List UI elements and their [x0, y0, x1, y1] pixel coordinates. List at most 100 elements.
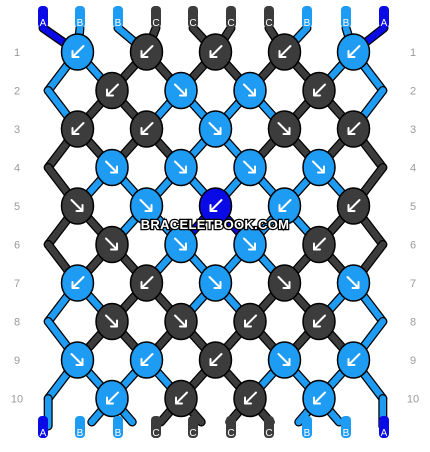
knot-r6-k4: [302, 225, 336, 264]
knot-r10-k1: [95, 379, 129, 418]
knot-r9-k5: [336, 341, 371, 379]
arrow-down-right-icon: [312, 160, 325, 174]
strand-label-top: A: [40, 18, 47, 29]
strand-end-top: [75, 6, 85, 28]
arrow-down-right-icon: [70, 199, 84, 212]
knot-r2-k1: [95, 71, 129, 110]
row-number-left: 4: [14, 163, 20, 175]
arrow-down-left-icon: [313, 314, 326, 328]
strand-label-bottom: B: [115, 428, 122, 439]
arrow-down-right-icon: [243, 160, 256, 174]
arrow-down-left-icon: [140, 45, 154, 58]
watermark: BRACELETBOOK.COM: [141, 217, 290, 232]
row-number-left: 3: [14, 124, 20, 136]
knot-r5-k2: [129, 187, 164, 225]
strand-label-bottom: C: [152, 428, 159, 439]
knot-r9-k4: [267, 341, 302, 379]
knot-r3-k3: [198, 110, 233, 148]
strand-label-top: C: [265, 18, 272, 29]
strand-end-top: [38, 6, 48, 28]
knot-r9-k3: [198, 341, 233, 379]
strand-end-top: [302, 6, 312, 28]
row-number-left: 1: [14, 47, 20, 59]
strand-end-top: [341, 6, 351, 28]
arrow-down-right-icon: [139, 199, 153, 212]
knot-r1-k1: [60, 33, 95, 71]
arrow-down-left-icon: [347, 122, 361, 135]
arrow-down-left-icon: [347, 353, 361, 366]
knot-r4-k4: [302, 148, 336, 187]
arrow-down-left-icon: [140, 276, 154, 289]
arrow-down-right-icon: [277, 353, 291, 366]
knot-r10-k3: [233, 379, 267, 418]
arrow-down-right-icon: [277, 122, 291, 135]
knot-r7-k2: [129, 264, 164, 302]
strand-end-top: [151, 6, 161, 28]
row-number-left: 9: [14, 355, 20, 367]
knot-r4-k1: [95, 148, 129, 187]
arrow-down-right-icon: [346, 276, 360, 289]
strand-label-bottom: C: [265, 428, 272, 439]
knot-r1-k5: [336, 33, 371, 71]
knot-r1-k2: [129, 33, 164, 71]
arrow-down-left-icon: [209, 353, 223, 366]
row-number-left: 10: [11, 394, 23, 406]
strand-end-bottom: [379, 416, 389, 438]
arrow-down-left-icon: [313, 237, 326, 251]
knot-r6-k1: [95, 225, 129, 264]
arrow-down-left-icon: [71, 276, 85, 289]
strand-end-bottom: [38, 416, 48, 438]
strand-label-bottom: B: [77, 428, 84, 439]
row-number-left: 5: [14, 201, 20, 213]
arrow-down-left-icon: [347, 199, 361, 212]
strand-label-top: B: [77, 18, 84, 29]
knot-r8-k4: [302, 302, 336, 341]
strand-label-top: B: [115, 18, 122, 29]
arrow-down-right-icon: [243, 237, 256, 251]
arrow-down-right-icon: [105, 314, 118, 328]
row-number-right: 8: [410, 317, 416, 329]
knot-r8-k3: [233, 302, 267, 341]
strand-label-bottom: A: [40, 428, 47, 439]
knot-r3-k4: [267, 110, 302, 148]
arrow-down-left-icon: [106, 83, 119, 97]
arrow-down-right-icon: [243, 83, 256, 97]
knot-r7-k4: [267, 264, 302, 302]
arrow-down-left-icon: [209, 199, 223, 212]
knot-r6-k2: [164, 225, 198, 264]
row-number-left: 2: [14, 86, 20, 98]
knot-r9-k2: [129, 341, 164, 379]
row-number-right: 2: [410, 86, 416, 98]
row-number-right: 9: [410, 355, 416, 367]
strand-end-top: [188, 6, 198, 28]
strand-label-top: A: [381, 18, 388, 29]
strand-end-top: [226, 6, 236, 28]
knot-r8-k1: [95, 302, 129, 341]
strand-end-bottom: [264, 416, 274, 438]
arrow-down-right-icon: [277, 276, 291, 289]
strand-end-top: [113, 6, 123, 28]
arrow-down-right-icon: [208, 122, 222, 135]
knot-r3-k2: [129, 110, 164, 148]
knot-r1-k3: [198, 33, 233, 71]
strand-end-top: [379, 6, 389, 28]
knot-r6-k3: [233, 225, 267, 264]
knot-r7-k3: [198, 264, 233, 302]
row-number-right: 10: [407, 394, 419, 406]
arrow-down-right-icon: [105, 237, 118, 251]
arrow-down-right-icon: [174, 160, 187, 174]
arrow-down-right-icon: [105, 160, 118, 174]
strand-end-bottom: [75, 416, 85, 438]
knot-r4-k3: [233, 148, 267, 187]
arrow-down-left-icon: [244, 314, 257, 328]
arrow-down-left-icon: [278, 45, 292, 58]
row-number-right: 1: [410, 47, 416, 59]
arrow-down-right-icon: [174, 237, 187, 251]
arrow-down-left-icon: [313, 391, 326, 405]
strand-end-bottom: [341, 416, 351, 438]
knot-r8-k2: [164, 302, 198, 341]
